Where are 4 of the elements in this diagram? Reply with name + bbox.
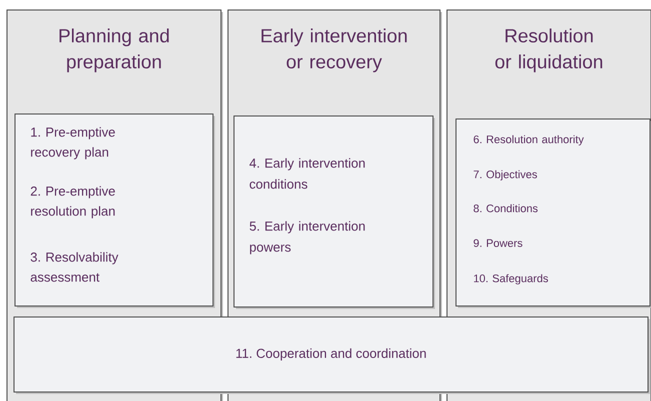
item-box: 1. Pre-emptive recovery plan 2. Pre-emptive resolution plan 3. Resolvability assessment	[14, 114, 215, 308]
item-box: 4. Early intervention conditions 5. Early intervention powers	[234, 116, 435, 309]
item-box: 6. Resolution authority 7. Objectives 8. Conditions 9. Powers 10. Safeguards	[456, 118, 651, 308]
process-box: 11. Cooperation and coordination	[14, 316, 650, 394]
